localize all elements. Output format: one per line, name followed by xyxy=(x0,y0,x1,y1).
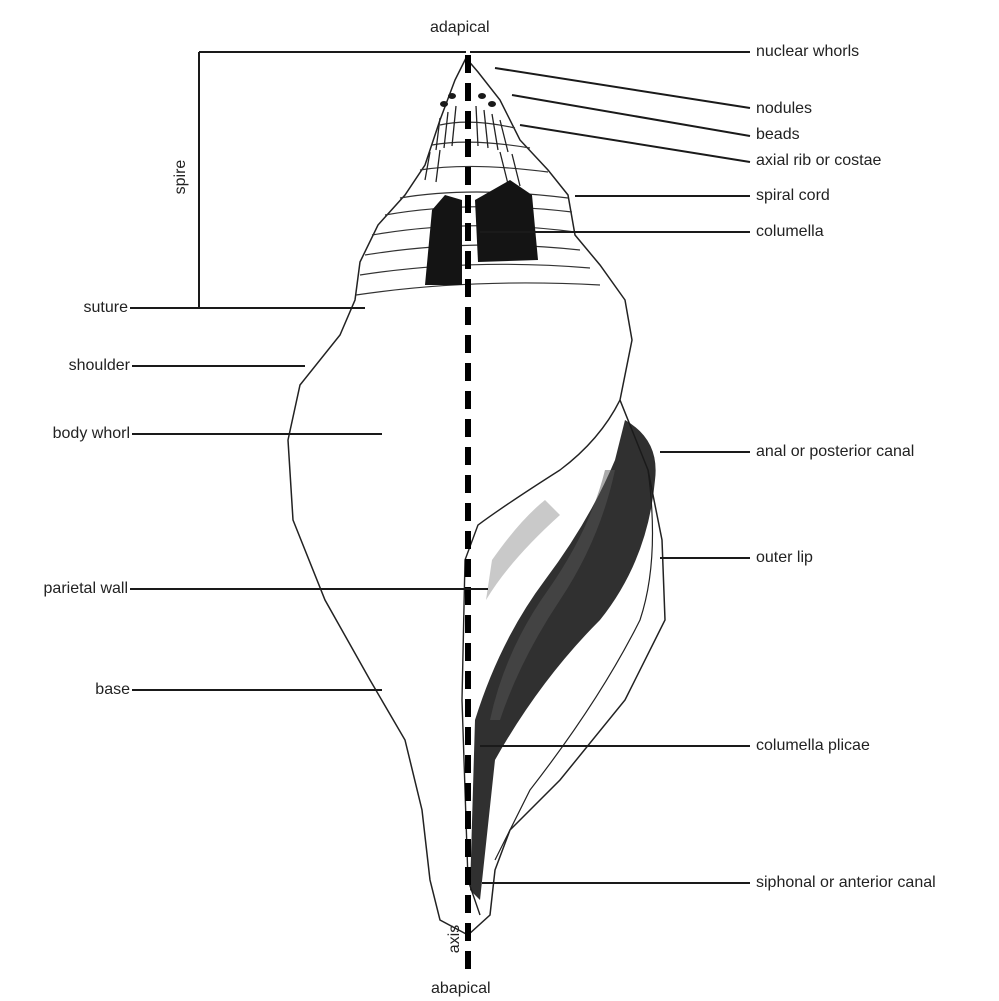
label-siphonal-canal: siphonal or anterior canal xyxy=(756,874,936,892)
label-suture: suture xyxy=(0,299,128,317)
label-spire: spire xyxy=(172,159,190,195)
label-columella: columella xyxy=(756,223,824,241)
label-columella-plicae: columella plicae xyxy=(756,737,870,755)
label-base: base xyxy=(0,681,130,699)
label-nuclear-whorls: nuclear whorls xyxy=(756,43,859,61)
label-body-whorl: body whorl xyxy=(0,425,130,443)
label-spiral-cord: spiral cord xyxy=(756,187,830,205)
label-axial-rib: axial rib or costae xyxy=(756,152,881,170)
label-shoulder: shoulder xyxy=(0,357,130,375)
label-beads: beads xyxy=(756,126,800,144)
label-nodules: nodules xyxy=(756,100,812,118)
label-adapical: adapical xyxy=(430,19,490,37)
label-parietal-wall: parietal wall xyxy=(0,580,128,598)
label-outer-lip: outer lip xyxy=(756,549,813,567)
label-abapical: abapical xyxy=(431,980,491,998)
label-axis: axis xyxy=(446,923,464,955)
label-anal-canal: anal or posterior canal xyxy=(756,443,914,461)
